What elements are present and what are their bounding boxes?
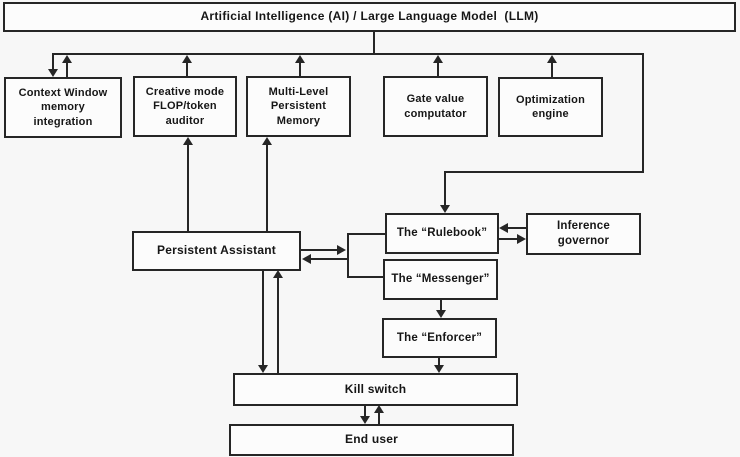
- node-inference-governor: Inference governor: [526, 213, 641, 255]
- arrow-down-into-enduser-icon: [360, 416, 370, 424]
- connector-multilevel-to-bus: [299, 62, 301, 76]
- node-messenger: The “Messenger”: [383, 259, 498, 300]
- connector-bus-line: [52, 53, 644, 55]
- node-end-user: End user: [229, 424, 514, 456]
- connector-bracket-to-assistant: [311, 258, 348, 260]
- arrow-up-into-multilevel-icon: [262, 137, 272, 145]
- connector-right-branch-horizontal: [444, 171, 644, 173]
- arrow-up-into-killswitch-icon: [374, 405, 384, 413]
- arrow-up-into-creative-icon: [183, 137, 193, 145]
- arrow-up-from-optimization-icon: [547, 55, 557, 63]
- connector-assistant-to-multilevel: [266, 144, 268, 231]
- connector-bus-to-context: [52, 54, 54, 69]
- connector-gate-to-bus: [437, 62, 439, 76]
- arrow-up-into-assistant-icon: [273, 270, 283, 278]
- connector-optimization-to-bus: [551, 62, 553, 77]
- arrow-up-from-multilevel-icon: [295, 55, 305, 63]
- arrow-down-into-enforcer-icon: [436, 310, 446, 318]
- connector-messenger-to-enforcer: [440, 300, 442, 311]
- node-kill-switch: Kill switch: [233, 373, 518, 406]
- arrow-down-into-context-icon: [48, 69, 58, 77]
- connector-enduser-to-killswitch: [378, 413, 380, 424]
- connector-bracket-to-messenger: [347, 276, 383, 278]
- connector-rulebook-to-inference: [499, 238, 517, 240]
- arrow-left-into-assistant-icon: [302, 254, 311, 264]
- arrow-up-from-context-icon: [62, 55, 72, 63]
- arrow-up-from-creative-icon: [182, 55, 192, 63]
- connector-assistant-to-creative: [187, 144, 189, 231]
- node-context-window-memory-integration: Context Window memory integration: [4, 77, 122, 138]
- arrow-right-from-assistant-icon: [337, 245, 346, 255]
- connector-bracket-to-rulebook: [347, 233, 385, 235]
- connector-killswitch-to-assistant: [277, 278, 279, 373]
- arrow-down-into-rulebook-icon: [440, 205, 450, 213]
- node-rulebook: The “Rulebook”: [385, 213, 499, 254]
- connector-assistant-to-bracket: [301, 249, 338, 251]
- arrow-left-into-rulebook-icon: [499, 223, 508, 233]
- arrow-up-from-gate-icon: [433, 55, 443, 63]
- connector-creative-to-bus: [186, 62, 188, 76]
- connector-bus-right-drop: [642, 53, 644, 173]
- node-optimization-engine: Optimization engine: [498, 77, 603, 137]
- arrow-right-into-inference-icon: [517, 234, 526, 244]
- connector-enforcer-to-killswitch: [438, 358, 440, 366]
- connector-bracket-vertical: [347, 233, 349, 278]
- node-creative-mode-flop-token-auditor: Creative mode FLOP/token auditor: [133, 76, 237, 137]
- node-gate-value-computator: Gate value computator: [383, 76, 488, 137]
- connector-inference-to-rulebook: [508, 227, 526, 229]
- node-enforcer: The “Enforcer”: [382, 318, 497, 358]
- arrow-down-enforcer-killswitch-icon: [434, 365, 444, 373]
- node-multi-level-persistent-memory: Multi-Level Persistent Memory: [246, 76, 351, 137]
- connector-branch-to-rulebook: [444, 171, 446, 206]
- node-persistent-assistant: Persistent Assistant: [132, 231, 301, 271]
- node-ai-llm: Artificial Intelligence (AI) / Large Lan…: [3, 2, 736, 32]
- connector-context-to-bus: [66, 62, 68, 77]
- connector-assistant-to-killswitch: [262, 271, 264, 366]
- connector-ai-to-bus: [373, 31, 375, 55]
- connector-killswitch-to-enduser: [364, 406, 366, 417]
- arrow-down-into-killswitch-icon: [258, 365, 268, 373]
